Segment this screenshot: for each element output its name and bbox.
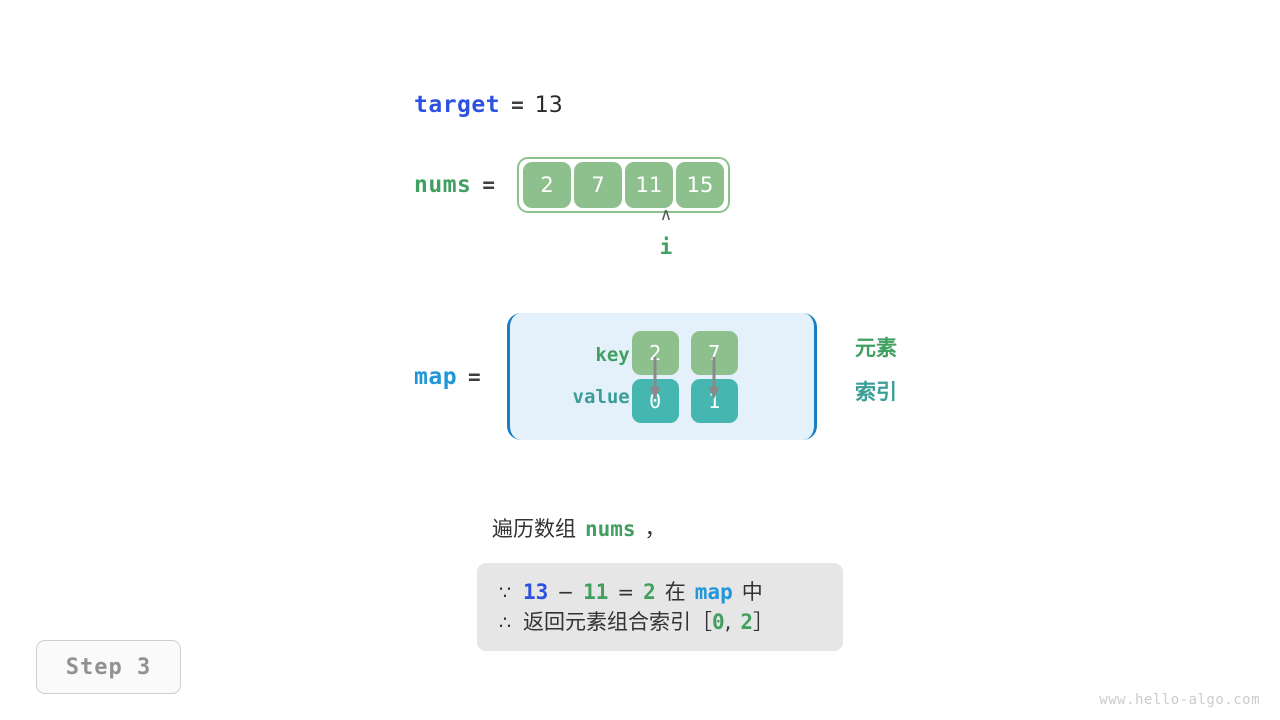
array-cell-0: 2 <box>523 162 572 208</box>
map-side-legend: 元素 索引 <box>855 338 897 403</box>
caption-prefix: 遍历数组 <box>492 517 576 541</box>
reason-operand-result: 2 <box>643 580 656 604</box>
map-variable-name: map <box>414 363 458 390</box>
map-row-labels: key value <box>510 346 630 407</box>
reason-return-text: 返回元素组合索引 <box>523 610 691 634</box>
reason-in-word: 在 <box>664 580 686 604</box>
pointer-label-i: i <box>659 235 673 259</box>
target-equals-sign: = <box>511 93 524 117</box>
caption-line: 遍历数组 nums ， <box>492 513 666 543</box>
legend-index-label: 索引 <box>855 380 897 404</box>
reasoning-box: ∵ 13 − 11 = 2 在 map 中 ∴ 返回元素组合索引 ［ 0 , 2… <box>477 563 843 651</box>
target-variable-name: target <box>414 92 501 118</box>
nums-variable-name: nums <box>414 172 472 198</box>
map-key-cell-0: 2 <box>631 330 679 375</box>
target-row: target = 13 <box>414 92 563 118</box>
watermark: www.hello-algo.com <box>1099 692 1260 708</box>
reasoning-line-2: ∴ 返回元素组合索引 ［ 0 , 2 ］ <box>499 606 821 636</box>
map-key-label: key <box>595 344 630 366</box>
therefore-symbol: ∴ <box>499 612 512 634</box>
map-value-label: value <box>572 386 630 408</box>
map-entry-1: 7 1 <box>690 330 738 423</box>
reason-equals-operator: = <box>617 580 635 604</box>
map-entry-0: 2 0 <box>631 330 679 423</box>
legend-element-label: 元素 <box>855 336 897 360</box>
reason-operand-current: 11 <box>583 580 609 604</box>
map-entry-columns: 2 0 7 1 <box>631 330 738 423</box>
nums-array-frame: 2 7 11 15 <box>517 157 731 213</box>
reason-minus-operator: − <box>557 580 575 604</box>
target-value: 13 <box>534 93 563 118</box>
array-cell-1: 7 <box>574 162 623 208</box>
map-value-cell-0: 0 <box>631 378 679 423</box>
caption-suffix: ， <box>644 517 666 541</box>
reason-result-index-2: 2 <box>740 610 753 634</box>
reason-operand-target: 13 <box>523 580 549 604</box>
reason-inside-word: 中 <box>741 580 763 604</box>
map-value-cell-1: 1 <box>690 378 738 423</box>
array-cell-2: 11 <box>625 162 674 208</box>
reason-bracket-close: ］ <box>753 610 774 634</box>
map-key-cell-1: 7 <box>690 330 738 375</box>
index-pointer-group: ∧ i <box>644 205 688 259</box>
nums-equals-sign: = <box>482 173 496 197</box>
reason-bracket-open: ［ <box>691 610 712 634</box>
caret-up-icon: ∧ <box>659 205 673 225</box>
reason-map-keyword: map <box>694 580 733 604</box>
reason-result-comma: , <box>724 610 732 634</box>
map-equals-sign: = <box>468 364 481 389</box>
map-panel: key value 2 0 7 1 <box>506 313 817 440</box>
because-symbol: ∵ <box>499 582 512 604</box>
reason-result-index-1: 0 <box>712 610 725 634</box>
step-badge: Step 3 <box>36 640 181 694</box>
reasoning-line-1: ∵ 13 − 11 = 2 在 map 中 <box>499 576 821 606</box>
nums-row: nums = 2 7 11 15 <box>414 157 731 213</box>
array-cell-3: 15 <box>676 162 725 208</box>
caption-code-nums: nums <box>585 517 636 541</box>
map-row: map = key value 2 0 7 1 <box>414 313 817 440</box>
